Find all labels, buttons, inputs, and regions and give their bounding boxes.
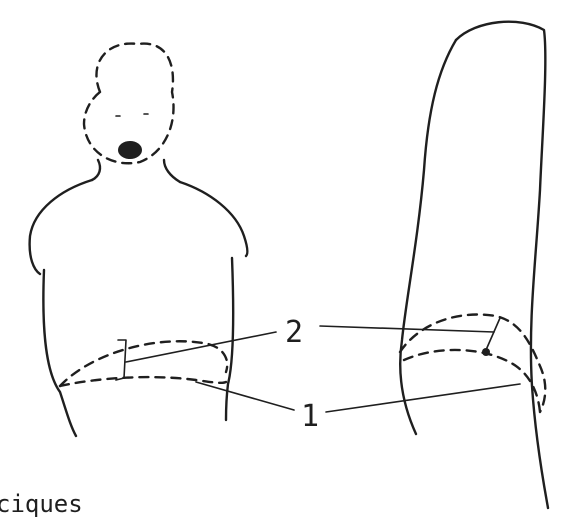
front-mouth	[118, 141, 142, 159]
front-torso-left	[43, 270, 76, 436]
side-back-contour	[456, 22, 548, 508]
leader-1-front	[196, 382, 294, 410]
front-bracket-marker	[116, 340, 126, 380]
side-front-contour	[400, 40, 456, 434]
callout-label-1: 1	[301, 399, 319, 434]
callout-label-2: 2	[285, 315, 303, 350]
side-dashed-region-bottom	[404, 350, 540, 412]
front-torso-right	[226, 258, 233, 420]
front-shoulder-right	[180, 182, 247, 256]
leader-1-side	[326, 384, 520, 412]
side-marker-dot	[482, 348, 490, 356]
caption-text: ciques	[0, 490, 83, 518]
front-shoulder-left	[30, 180, 92, 274]
leader-2-front	[126, 332, 276, 362]
side-figure	[400, 22, 548, 508]
front-dashed-region-top	[60, 341, 227, 386]
front-neck-right	[164, 160, 180, 182]
front-neck-left	[92, 160, 100, 180]
leader-2-side	[320, 326, 494, 332]
side-marker-arrow	[486, 318, 500, 350]
front-figure	[30, 44, 248, 436]
front-dashed-region-bottom	[60, 377, 226, 386]
leader-lines	[126, 326, 520, 412]
